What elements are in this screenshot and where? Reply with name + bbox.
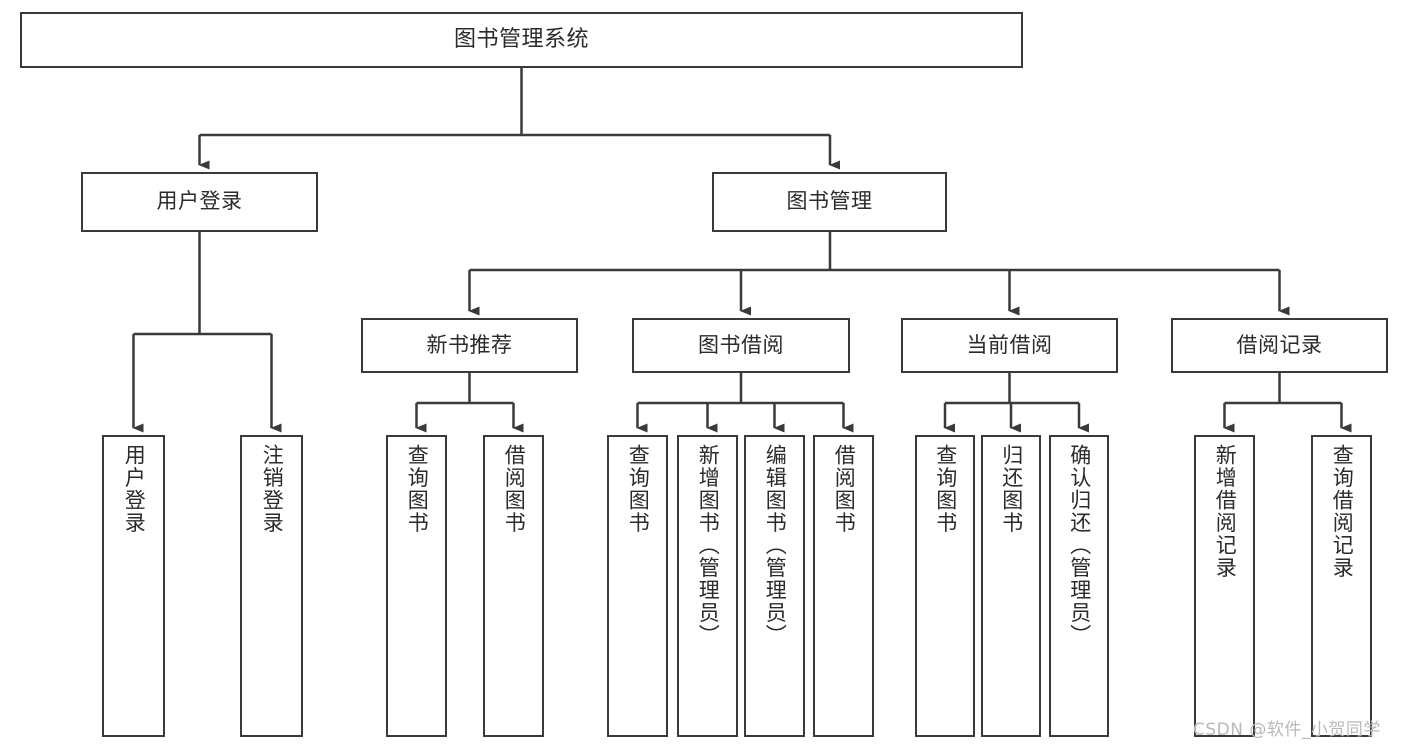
leaf-confirm-return-admin-label: 确认归还（管理员） — [1067, 444, 1092, 647]
leaf-logout-label: 注销登录 — [260, 444, 285, 534]
node-root[interactable]: 图书管理系统 — [20, 12, 1023, 68]
leaf-query-books-new-label: 查询图书 — [405, 444, 430, 534]
leaf-borrow-books-new-label: 借阅图书 — [502, 444, 527, 534]
leaf-query-books-current[interactable]: 查询图书 — [915, 435, 975, 737]
leaf-return-book-label: 归还图书 — [999, 444, 1024, 534]
leaf-borrow-book-label: 借阅图书 — [832, 444, 857, 534]
leaf-query-borrow-record[interactable]: 查询借阅记录 — [1311, 435, 1372, 737]
node-new-book-recommend[interactable]: 新书推荐 — [361, 318, 578, 373]
node-user-login[interactable]: 用户登录 — [81, 172, 318, 232]
leaf-query-books-borrow[interactable]: 查询图书 — [607, 435, 668, 737]
leaf-user-login[interactable]: 用户登录 — [102, 435, 165, 737]
leaf-query-books-new[interactable]: 查询图书 — [386, 435, 447, 737]
leaf-user-login-label: 用户登录 — [122, 444, 147, 534]
leaf-logout[interactable]: 注销登录 — [240, 435, 303, 737]
node-book-borrow-label: 图书借阅 — [698, 332, 784, 357]
node-borrow-records-label: 借阅记录 — [1236, 332, 1323, 357]
node-user-login-label: 用户登录 — [156, 189, 243, 214]
leaf-add-book-admin-label: 新增图书（管理员） — [696, 444, 721, 647]
leaf-add-borrow-record-label: 新增借阅记录 — [1213, 444, 1238, 579]
node-new-book-recommend-label: 新书推荐 — [426, 332, 513, 357]
node-current-borrow-label: 当前借阅 — [966, 332, 1053, 357]
node-root-label: 图书管理系统 — [453, 27, 589, 53]
leaf-borrow-books-new[interactable]: 借阅图书 — [483, 435, 544, 737]
leaf-borrow-book[interactable]: 借阅图书 — [813, 435, 874, 737]
node-book-borrow[interactable]: 图书借阅 — [632, 318, 850, 373]
leaf-return-book[interactable]: 归还图书 — [981, 435, 1041, 737]
leaf-add-book-admin[interactable]: 新增图书（管理员） — [677, 435, 738, 737]
leaf-query-books-current-label: 查询图书 — [933, 444, 958, 534]
leaf-confirm-return-admin[interactable]: 确认归还（管理员） — [1049, 435, 1109, 737]
leaf-query-books-borrow-label: 查询图书 — [626, 444, 651, 534]
leaf-query-borrow-record-label: 查询借阅记录 — [1330, 444, 1355, 579]
node-current-borrow[interactable]: 当前借阅 — [901, 318, 1118, 373]
leaf-edit-book-admin[interactable]: 编辑图书（管理员） — [744, 435, 805, 737]
leaf-add-borrow-record[interactable]: 新增借阅记录 — [1194, 435, 1255, 737]
node-borrow-records[interactable]: 借阅记录 — [1171, 318, 1388, 373]
node-book-management-label: 图书管理 — [786, 189, 873, 214]
leaf-edit-book-admin-label: 编辑图书（管理员） — [763, 444, 788, 647]
node-book-management[interactable]: 图书管理 — [712, 172, 947, 232]
